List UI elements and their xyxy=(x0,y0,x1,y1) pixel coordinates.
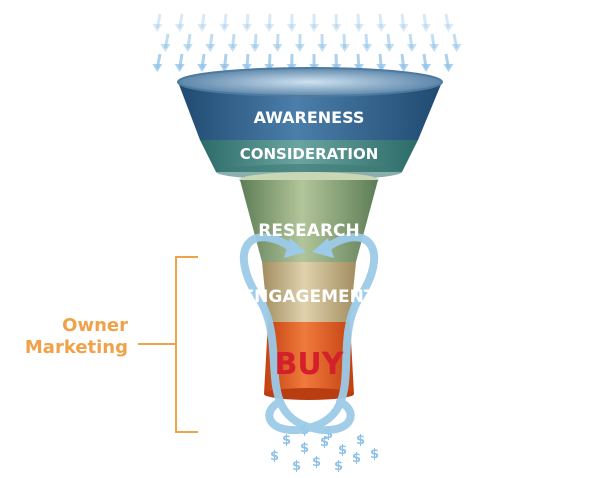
arrow-icon xyxy=(155,13,162,29)
owner-label-line2: Marketing xyxy=(24,337,128,358)
arrowhead-icon xyxy=(160,44,171,52)
arrowhead-icon xyxy=(205,44,216,52)
dollar-icon: $ xyxy=(352,451,361,466)
arrowhead-icon xyxy=(421,24,432,32)
arrowhead-icon xyxy=(429,44,440,52)
arrowhead-icon xyxy=(241,64,252,72)
funnel-stage-awareness xyxy=(178,82,442,140)
arrowhead-icon xyxy=(294,44,305,52)
arrow-icon xyxy=(267,13,272,29)
dollar-icon: $ xyxy=(320,435,329,450)
arrowhead-icon xyxy=(406,44,417,52)
arrowhead-icon xyxy=(339,44,350,52)
arrow-icon xyxy=(444,13,450,29)
dollar-icon: $ xyxy=(312,455,321,470)
arrowhead-icon xyxy=(317,44,328,52)
funnel-lower xyxy=(239,172,379,400)
arrowhead-icon xyxy=(398,24,409,32)
arrowhead-icon xyxy=(174,24,185,32)
arrowhead-icon xyxy=(384,44,395,52)
dollar-icon: $ xyxy=(324,427,333,442)
dollar-icon: $ xyxy=(292,459,301,474)
arrowhead-icon xyxy=(241,24,252,32)
arrowhead-icon xyxy=(152,24,163,32)
funnel-stage-buy xyxy=(264,322,354,394)
arrowhead-icon xyxy=(264,24,275,32)
label-consideration: CONSIDERATION xyxy=(240,145,379,163)
funnel-stage-engagement xyxy=(262,262,356,322)
arrowhead-icon xyxy=(376,64,387,72)
funnel-stage-consideration xyxy=(200,140,418,172)
arrow-icon xyxy=(422,13,428,29)
dollar-icon: $ xyxy=(282,433,291,448)
label-research: RESEARCH xyxy=(258,221,360,241)
dollar-icon: $ xyxy=(338,443,347,458)
arrowhead-icon xyxy=(398,64,409,72)
arrow-icon xyxy=(200,13,206,29)
funnel-rim xyxy=(177,67,443,97)
arrowhead-icon xyxy=(331,24,342,32)
arrowhead-icon xyxy=(443,24,454,32)
owner-marketing-label: Owner Marketing xyxy=(0,315,128,359)
arrow-icon xyxy=(378,13,383,29)
arrowhead-icon xyxy=(250,44,261,52)
arrowhead-icon xyxy=(353,24,364,32)
dollar-icon: $ xyxy=(270,449,279,464)
label-awareness: AWARENESS xyxy=(254,108,365,127)
arrowhead-icon xyxy=(219,64,230,72)
arrowhead-icon xyxy=(421,64,432,72)
arrow-icon xyxy=(222,13,228,29)
arrowhead-icon xyxy=(309,24,320,32)
arrowhead-icon xyxy=(376,24,387,32)
arrow-icon xyxy=(400,13,406,29)
funnel-upper xyxy=(177,67,443,180)
left-loop-arrow xyxy=(239,233,355,435)
left-loop-arrowhead-icon xyxy=(284,238,306,258)
dollar-icon: $ xyxy=(300,441,309,456)
owner-marketing-bracket xyxy=(138,256,198,433)
right-loop-arrowhead-icon xyxy=(312,238,334,258)
arrowhead-icon xyxy=(286,24,297,32)
owner-label-line1: Owner xyxy=(62,315,128,336)
arrowhead-icon xyxy=(152,64,163,72)
arrowhead-icon xyxy=(197,24,208,32)
arrowhead-icon xyxy=(451,44,462,52)
dollar-icon: $ xyxy=(356,433,365,448)
dollar-icon: $ xyxy=(334,459,343,474)
arrowhead-icon xyxy=(272,44,283,52)
dollar-icon: $ xyxy=(370,447,379,462)
arrowhead-icon xyxy=(443,64,454,72)
engagement-loop xyxy=(239,233,379,435)
arrow-icon xyxy=(245,13,250,29)
arrow-icon xyxy=(178,13,184,29)
arrowhead-icon xyxy=(362,44,373,52)
label-engagement: ENGAGEMENT xyxy=(243,287,376,307)
arrowhead-icon xyxy=(227,44,238,52)
label-buy: BUY xyxy=(275,347,345,382)
arrow-icon xyxy=(356,13,361,29)
arrowhead-icon xyxy=(219,24,230,32)
incoming-arrows xyxy=(152,13,462,72)
arrowhead-icon xyxy=(182,44,193,52)
arrowhead-icon xyxy=(174,64,185,72)
arrowhead-icon xyxy=(197,64,208,72)
right-loop-arrow xyxy=(265,233,379,435)
